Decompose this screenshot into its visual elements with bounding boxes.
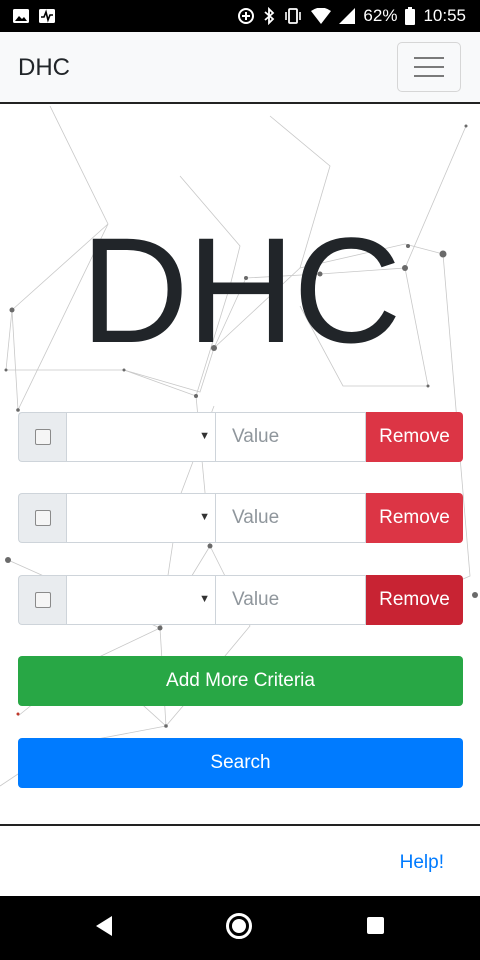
hamburger-icon — [414, 57, 444, 59]
battery-icon — [405, 7, 416, 25]
system-nav-bar — [0, 896, 480, 960]
criteria-field-select[interactable]: ▼ — [66, 412, 216, 462]
bluetooth-icon — [263, 7, 275, 25]
pulse-icon — [38, 8, 56, 24]
criteria-value-input[interactable]: Value — [216, 493, 366, 543]
home-icon[interactable] — [226, 913, 252, 939]
criteria-checkbox[interactable] — [34, 429, 51, 445]
hero-title: DHC — [80, 206, 402, 374]
battery-percent: 62% — [363, 6, 398, 25]
criteria-checkbox-wrap — [18, 412, 66, 462]
criteria-row: ▼ Value Remove — [18, 575, 463, 625]
caret-down-icon: ▼ — [199, 593, 210, 605]
search-button[interactable]: Search — [18, 738, 463, 788]
caret-down-icon: ▼ — [199, 511, 210, 523]
image-icon — [12, 8, 30, 24]
caret-down-icon: ▼ — [199, 430, 210, 442]
help-link[interactable]: Help! — [399, 852, 444, 873]
vibrate-icon — [283, 7, 303, 25]
criteria-field-select[interactable]: ▼ — [66, 493, 216, 543]
recents-icon[interactable] — [367, 917, 384, 934]
hamburger-icon — [414, 75, 444, 77]
app-bar: DHC — [0, 32, 480, 104]
status-bar: 62% 10:55 — [0, 0, 480, 32]
footer: Help! — [0, 824, 480, 896]
criteria-field-select[interactable]: ▼ — [66, 575, 216, 625]
criteria-checkbox-wrap — [18, 575, 66, 625]
wifi-icon — [311, 8, 332, 24]
criteria-checkbox[interactable] — [34, 592, 51, 608]
add-criteria-button[interactable]: Add More Criteria — [18, 656, 463, 706]
menu-toggle-button[interactable] — [397, 42, 461, 92]
remove-button[interactable]: Remove — [366, 575, 463, 625]
back-icon[interactable] — [96, 916, 114, 941]
remove-button[interactable]: Remove — [366, 412, 463, 462]
clock: 10:55 — [423, 6, 466, 25]
criteria-row: ▼ Value Remove — [18, 493, 463, 543]
criteria-row: ▼ Value Remove — [18, 412, 463, 462]
criteria-value-input[interactable]: Value — [216, 412, 366, 462]
remove-button[interactable]: Remove — [366, 493, 463, 543]
brand-title[interactable]: DHC — [18, 54, 70, 81]
signal-icon — [339, 8, 356, 24]
criteria-value-input[interactable]: Value — [216, 575, 366, 625]
criteria-checkbox-wrap — [18, 493, 66, 543]
status-bar-right: 62% 10:55 — [237, 6, 466, 26]
status-bar-left — [12, 8, 56, 24]
hamburger-icon — [414, 66, 444, 68]
main-content: DHC ▼ Value Remove ▼ Value Remove ▼ — [0, 106, 480, 824]
criteria-checkbox[interactable] — [34, 510, 51, 526]
data-saver-icon — [237, 7, 255, 25]
